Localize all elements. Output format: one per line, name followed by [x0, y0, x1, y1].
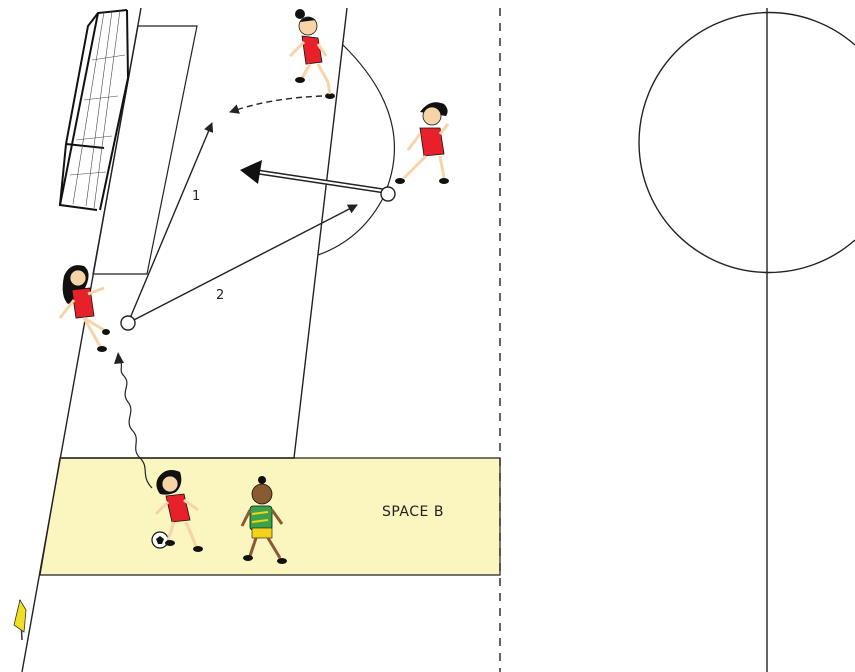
run-dashed-arrow: [229, 95, 323, 114]
dribble-path: [119, 359, 153, 489]
soccer-ball-icon: [151, 531, 169, 549]
space-b-label: SPACE B: [382, 504, 444, 520]
goal-frame: [58, 9, 130, 211]
goal-net: [69, 9, 126, 209]
pass-1-label: 1: [192, 189, 200, 204]
pass-2-label: 2: [216, 288, 224, 303]
player-red-top-icon: [288, 9, 335, 99]
penalty-arc: [317, 43, 395, 256]
player-green-defender-icon: [240, 476, 287, 564]
goal-area: [92, 25, 198, 275]
corner-flag-icon: [13, 598, 27, 641]
centre-circle: [638, 11, 855, 274]
player-red-receiver-icon: [58, 265, 110, 352]
player-red-dribbler-icon: [154, 470, 203, 552]
penalty-box: [60, 7, 348, 459]
player-red-shooter-icon: [395, 102, 450, 184]
shot-arrow: [240, 160, 385, 194]
ball-marker-left: [120, 315, 136, 331]
dribble-arrowhead: [114, 352, 124, 364]
pass-1-arrow: [127, 122, 214, 324]
ball-marker-wide: [380, 186, 396, 202]
pass-2-arrow: [127, 204, 358, 324]
